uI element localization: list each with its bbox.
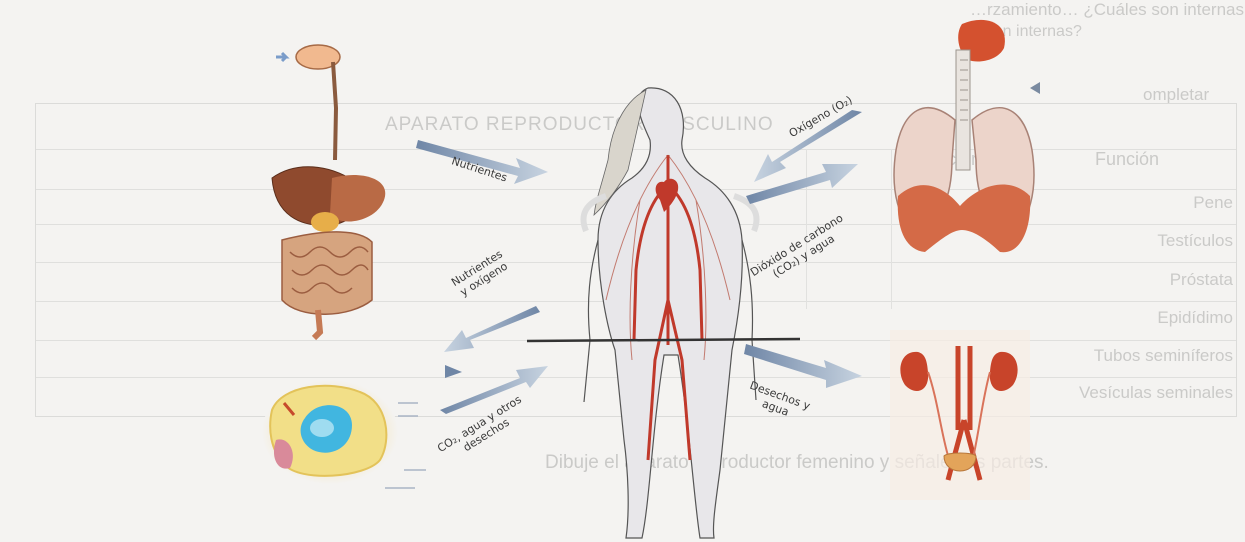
pointer-arrow-icon (1030, 82, 1040, 94)
diaphragm-shape (898, 185, 1030, 253)
human-body-illustration (584, 88, 757, 538)
nucleolus (310, 419, 334, 437)
digestive-system-illustration (272, 45, 385, 338)
pointer-arrow-icon (276, 53, 286, 61)
arrow-head-icon (445, 365, 462, 378)
cell-illustration (262, 380, 426, 488)
respiratory-system-illustration (894, 20, 1040, 252)
left-arm-outline (584, 240, 598, 402)
gallbladder-shape (311, 212, 339, 232)
arrow-left-nutrients-oxygen (444, 306, 540, 352)
esophagus-shape (333, 62, 336, 160)
urinary-system-illustration (890, 330, 1030, 500)
stomach-shape (330, 175, 385, 222)
divider-line (527, 339, 800, 341)
